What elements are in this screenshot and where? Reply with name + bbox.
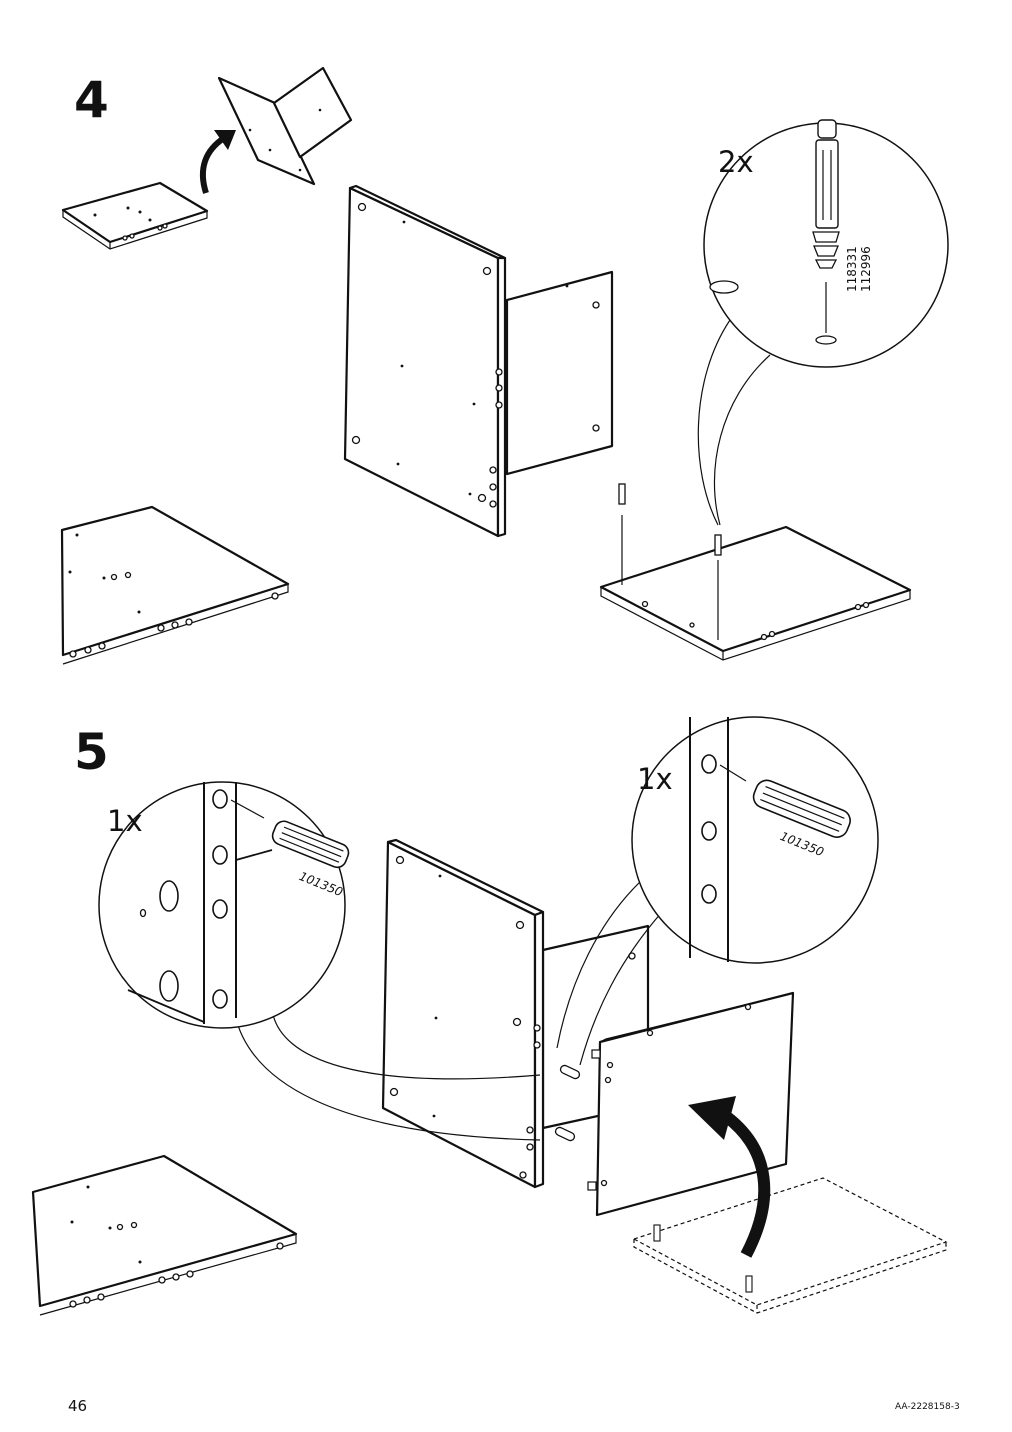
step4-side-panel (343, 184, 614, 538)
document-code: AA-2228158-3 (895, 1402, 960, 1412)
step4-small-l-shape (217, 66, 353, 186)
step5-bottom-panel (31, 1154, 298, 1316)
step4-quantity-label: 2x (718, 145, 754, 179)
step5-right-quantity-label: 1x (637, 762, 673, 796)
step4-detail-callout (697, 119, 949, 526)
step5-right-detail-callout (556, 716, 879, 1066)
step4-part-number-2: 112996 (859, 246, 873, 292)
step4-small-panel (61, 181, 209, 250)
step4-top-panel (599, 483, 912, 661)
step-5-number: 5 (74, 723, 109, 781)
step4-bottom-panel (60, 505, 290, 665)
step5-left-quantity-label: 1x (107, 804, 143, 838)
step5-dashed-outline (632, 1177, 948, 1314)
step4-flip-arrow (199, 130, 236, 194)
step-4-number: 4 (74, 71, 109, 129)
page-number: 46 (68, 1397, 88, 1415)
step5-lift-arrow (688, 1096, 771, 1258)
step5-left-detail-callout (98, 781, 541, 1141)
step4-part-number-1: 118331 (845, 246, 859, 292)
